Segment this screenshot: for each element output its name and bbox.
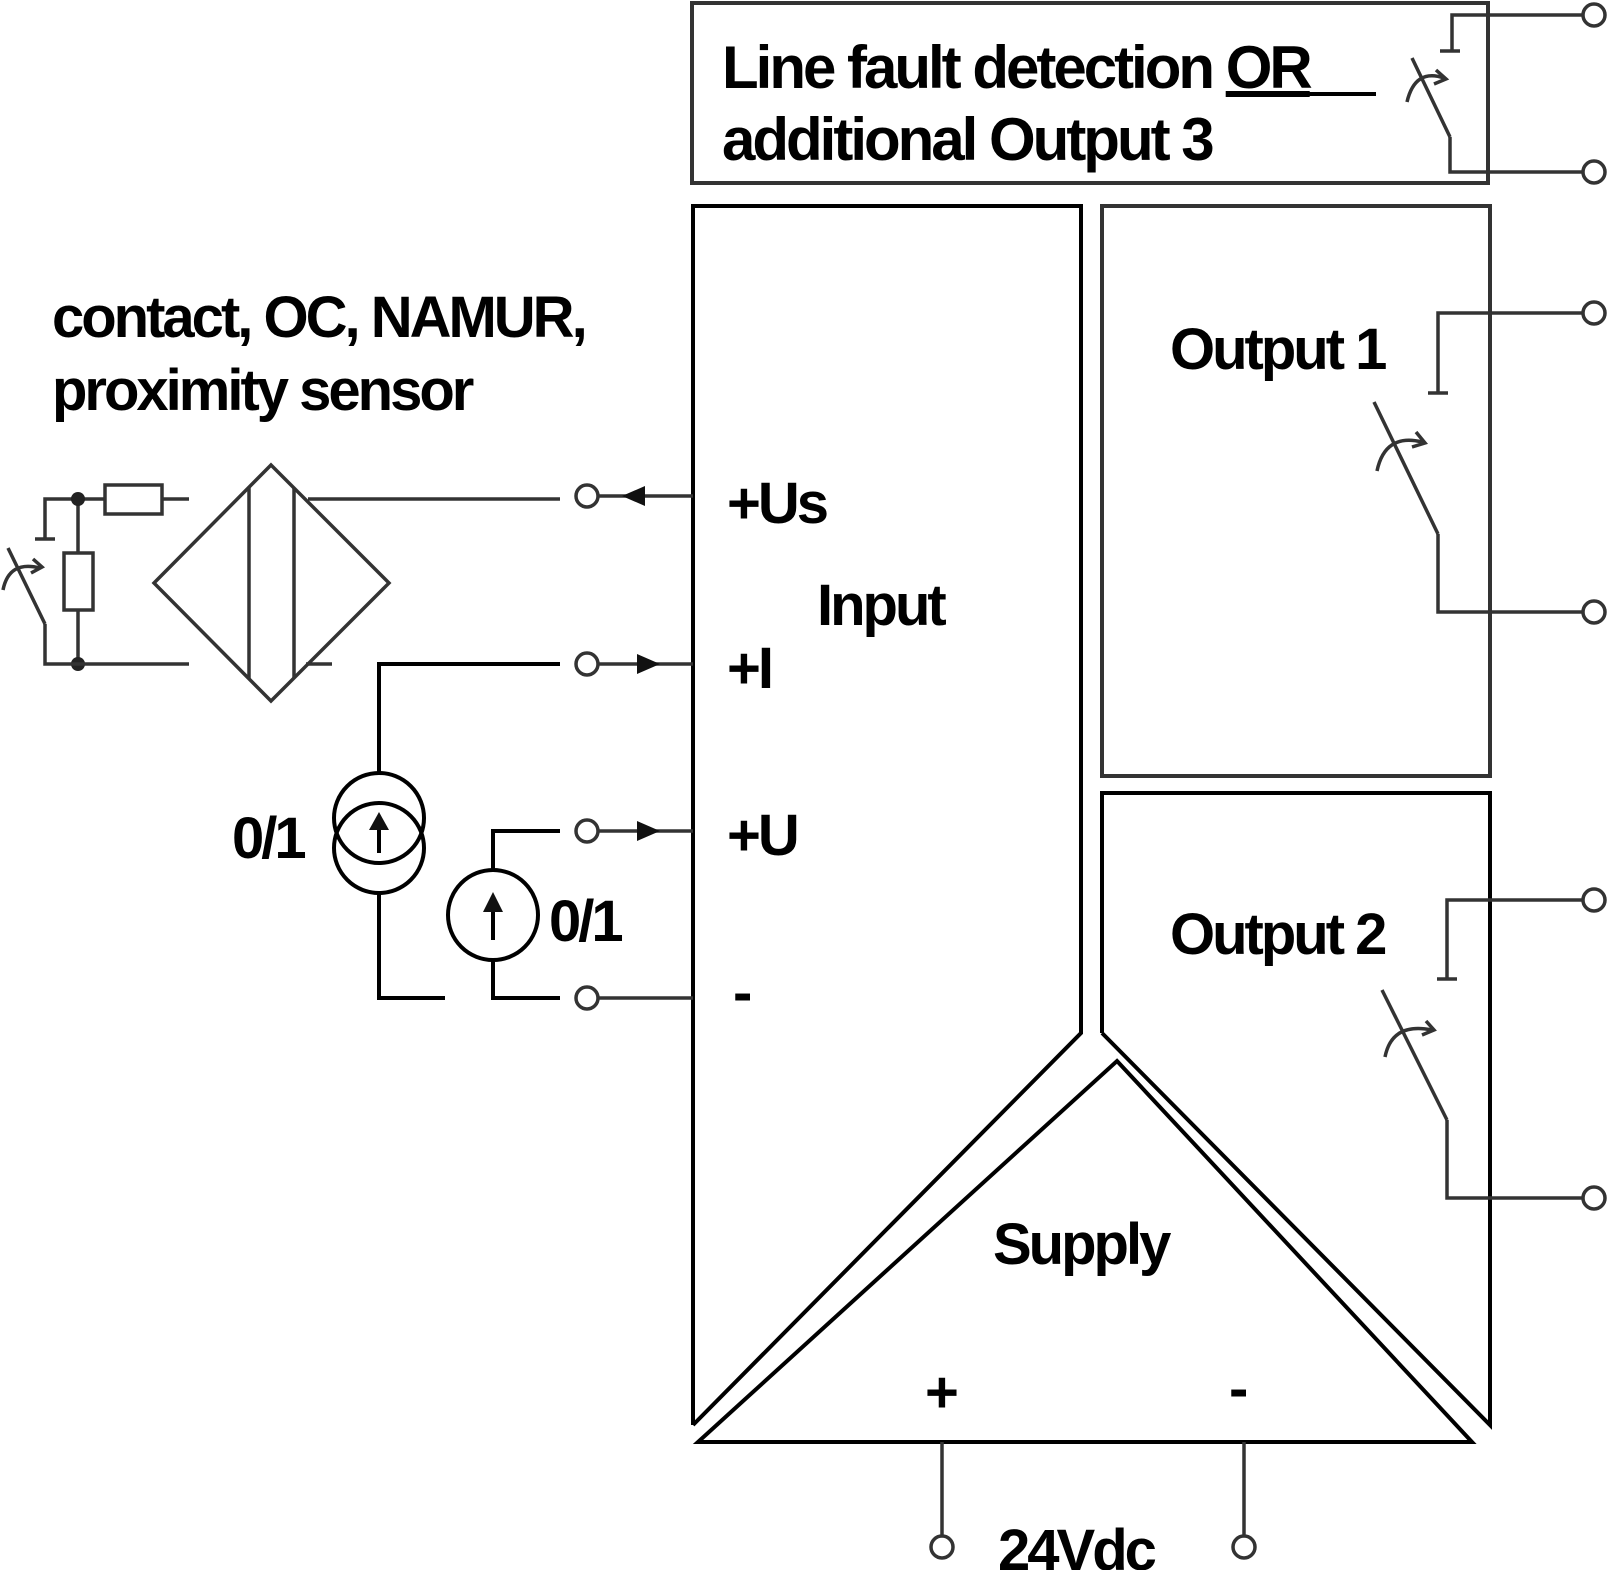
terminal-label-i: +I	[727, 636, 771, 701]
relay-contact-output3-icon	[1405, 13, 1582, 174]
input-block: Input +Us +I +U -	[691, 204, 1083, 1427]
terminal-minus	[574, 985, 600, 1011]
supply-voltage-label: 24Vdc	[998, 1518, 1156, 1570]
switch-contact-icon	[6, 547, 47, 625]
resistor-series-icon	[103, 483, 164, 516]
terminal-us	[574, 483, 600, 509]
supply-plus-terminal	[929, 1534, 955, 1560]
supply-triangle	[692, 1058, 1477, 1444]
output3-terminal-top	[1581, 2, 1607, 28]
output1-title: Output 1	[1170, 317, 1386, 382]
output1-box	[1100, 204, 1492, 778]
line-fault-block: Line fault detection OR additional Outpu…	[690, 1, 1607, 185]
input-title: Input	[817, 573, 946, 638]
arrow-left-icon	[622, 486, 645, 506]
relay-contact-output2-icon	[1380, 898, 1582, 1200]
supply-minus-terminal	[1231, 1534, 1257, 1560]
output2-block: Output 2	[1100, 791, 1607, 1430]
output2-title: Output 2	[1170, 902, 1385, 967]
output1-terminal-bottom	[1581, 599, 1607, 625]
supply-plus-label: +	[925, 1360, 957, 1425]
current-source-label: 0/1	[232, 806, 305, 871]
output1-terminal-top	[1581, 300, 1607, 326]
arrow-right-icon	[637, 821, 660, 841]
output2-box	[1100, 791, 1492, 1430]
terminal-u	[574, 818, 600, 844]
supply-block: Supply + - 24Vdc	[692, 1058, 1477, 1570]
terminal-i	[574, 651, 600, 677]
arrow-right-icon	[637, 654, 660, 674]
output1-block: Output 1	[1100, 204, 1607, 778]
supply-minus-label: -	[1229, 1356, 1246, 1421]
terminal-label-u: +U	[727, 803, 797, 868]
line-fault-text-line2: additional Output 3	[722, 106, 1213, 173]
input-block-outline	[691, 204, 1083, 1427]
proximity-sensor-icon	[151, 462, 560, 704]
relay-contact-output1-icon	[1372, 311, 1582, 614]
terminal-label-minus: -	[733, 960, 750, 1025]
voltage-source-label: 0/1	[549, 889, 622, 954]
contact-resistor-network-icon	[1, 483, 189, 671]
sensor-label-line1: contact, OC, NAMUR,	[52, 285, 585, 350]
output2-terminal-bottom	[1581, 1185, 1607, 1211]
output2-terminal-top	[1581, 887, 1607, 913]
sensor-label-line2: proximity sensor	[52, 358, 474, 423]
input-terminals	[574, 483, 693, 1011]
line-fault-text-line1: Line fault detection OR	[722, 34, 1312, 101]
supply-title: Supply	[993, 1212, 1171, 1277]
or-emphasis: OR	[1226, 34, 1313, 101]
output3-terminal-bottom	[1581, 159, 1607, 185]
current-source-icon	[332, 662, 560, 1000]
resistor-parallel-icon	[62, 551, 95, 612]
line-fault-box	[690, 1, 1490, 185]
terminal-label-us: +Us	[727, 471, 827, 536]
voltage-source-icon	[446, 829, 560, 1000]
